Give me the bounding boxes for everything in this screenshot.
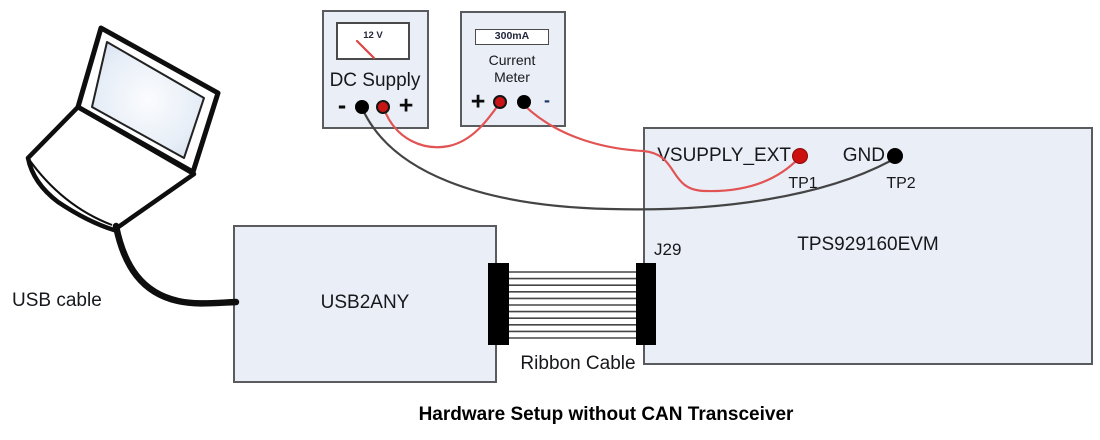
usb2any-label: USB2ANY [320, 292, 410, 313]
usb-cable-label: USB cable [12, 290, 102, 311]
tp1-vsupply-test-point [792, 148, 808, 164]
usb-cable-line [112, 222, 240, 307]
usb2any-box [233, 225, 497, 383]
evm-j29-ribbon-connector [636, 263, 656, 345]
j29-connector-label: J29 [654, 240, 682, 259]
tp2-gnd-test-point [887, 148, 903, 164]
ribbon-cable-lines [502, 271, 642, 339]
dc-plus-sign: + [398, 91, 414, 120]
meter-minus-sign: - [544, 90, 550, 110]
tp1-label: TP1 [788, 175, 818, 192]
ribbon-cable-label: Ribbon Cable [520, 353, 636, 374]
dc-supply-display-value: 12 V [363, 30, 383, 41]
vsupply-ext-label: VSUPPLY_EXT [657, 145, 791, 166]
current-meter-display-value: 300mA [494, 30, 530, 42]
meter-minus-terminal-dot [517, 95, 531, 109]
dc-plus-terminal-dot [376, 100, 390, 114]
meter-plus-sign: + [470, 87, 486, 116]
tp2-label: TP2 [886, 175, 916, 192]
laptop-screen [91, 41, 205, 159]
laptop-base [25, 104, 197, 233]
current-meter-display: 300mA [475, 29, 549, 45]
dc-supply-label: DC Supply [329, 70, 421, 91]
laptop-keyboard-keys [30, 115, 193, 236]
meter-plus-terminal-dot [493, 95, 507, 109]
dc-minus-sign: - [337, 91, 347, 120]
evm-label: TPS929160EVM [797, 234, 939, 255]
diagram-title: Hardware Setup without CAN Transceiver [418, 404, 794, 425]
current-meter-label: Current Meter [488, 52, 536, 85]
laptop-base-front-edge [27, 157, 113, 226]
dc-minus-terminal-dot [355, 100, 369, 114]
laptop-illustration [25, 25, 221, 236]
usb2any-ribbon-connector [488, 263, 509, 345]
gnd-label: GND [842, 145, 885, 166]
laptop-lid [75, 25, 221, 175]
dc-supply-display: 12 V [336, 22, 410, 60]
